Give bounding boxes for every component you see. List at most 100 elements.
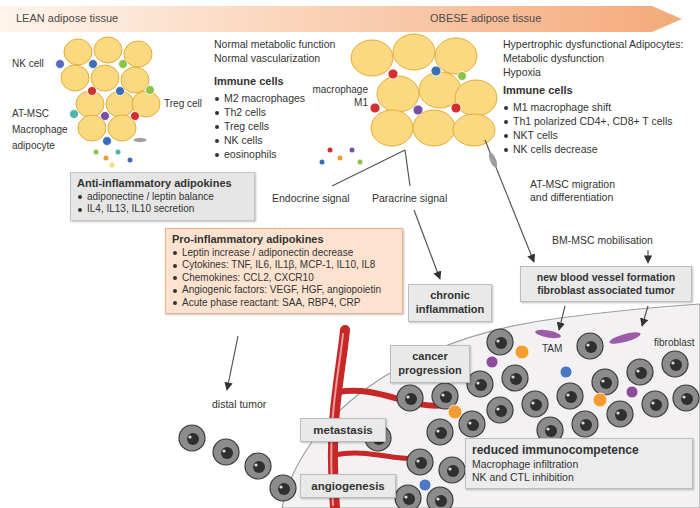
cell-label: TAM xyxy=(540,343,564,356)
tumor-outline xyxy=(282,304,700,508)
tumor-cells xyxy=(607,401,633,427)
tumor-cells xyxy=(627,359,653,385)
immune-cells xyxy=(116,87,125,96)
info-box: Anti-inflammatory adipokinesadiponectine… xyxy=(70,172,255,221)
outcome-box: cancer progression xyxy=(390,345,470,383)
list-item: NK cells xyxy=(214,134,263,147)
progress-band xyxy=(0,6,682,32)
obese-tissue xyxy=(393,34,435,70)
signal-label: Endocrine signal xyxy=(272,192,350,205)
obese-tissue xyxy=(419,72,461,108)
section-heading: LEAN adipose tissue xyxy=(16,12,118,26)
obese-tissue xyxy=(453,114,495,146)
tumor-cells xyxy=(577,333,603,359)
tumor-cells xyxy=(245,453,271,479)
tumor-cells xyxy=(270,475,296,501)
immune-cells xyxy=(388,69,398,79)
cell-label: NK cell xyxy=(12,58,44,71)
tumor-cells xyxy=(487,329,513,355)
obese-tissue xyxy=(351,40,393,76)
signal-arrows xyxy=(332,150,405,186)
list-item: eosinophils xyxy=(214,148,277,161)
list-heading: Immune cells xyxy=(214,75,284,89)
list-item: Th2 cells xyxy=(214,106,266,119)
outcome-box: angiogenesis xyxy=(300,474,396,498)
box-text: Acute phase reactant: SAA, RBP4, CRP xyxy=(172,297,396,310)
immune-cells xyxy=(413,105,423,115)
obese-tissue xyxy=(351,34,497,146)
tumor-cells xyxy=(572,411,598,437)
process-note: AT-MSC migration and differentiation xyxy=(530,178,630,204)
fibroblast-shape xyxy=(609,330,642,346)
outcome-box: chronic inflammation xyxy=(408,284,492,322)
cell-label: Treg cell xyxy=(164,98,202,111)
box-text: chronic inflammation xyxy=(415,289,485,317)
immune-cells xyxy=(131,112,140,121)
state-text: Hypertrophic dysfunctional Adipocytes: xyxy=(503,38,683,51)
box-text: Macrophage infiltration xyxy=(472,458,686,471)
tumor-cells xyxy=(179,329,699,508)
list-item: NK cells decrease xyxy=(503,143,598,156)
state-text: Hypoxia xyxy=(503,66,541,79)
tam-cells xyxy=(626,386,638,398)
tumor-cells xyxy=(439,457,465,483)
signal-arrows xyxy=(647,250,648,263)
immune-cells xyxy=(101,112,110,121)
tumor-cells xyxy=(662,351,688,377)
info-box: Pro-inflammatory adipokinesLeptin increa… xyxy=(165,228,403,314)
tumor-cells xyxy=(502,365,528,391)
secreted-factors xyxy=(94,150,99,155)
lean-tissue xyxy=(61,65,89,91)
cell-label: Macrophage xyxy=(12,124,68,137)
secreted-factors xyxy=(350,148,355,153)
lean-tissue xyxy=(124,41,152,67)
immune-cells xyxy=(56,60,155,146)
box-text: new blood vessel formation fibroblast as… xyxy=(527,271,685,297)
tumor-cells xyxy=(557,383,583,409)
lean-tissue xyxy=(64,39,92,65)
tumor-cells xyxy=(179,425,205,451)
secreted-factors xyxy=(328,148,333,153)
process-box: new blood vessel formation fibroblast as… xyxy=(520,266,692,302)
tam-cells xyxy=(448,405,462,419)
immune-cells xyxy=(70,110,79,119)
secreted-factors xyxy=(338,156,343,161)
list-item: NKT cells xyxy=(503,129,558,142)
box-text: angiogenesis xyxy=(307,479,389,493)
tumor-cells xyxy=(592,369,618,395)
immune-cells xyxy=(370,66,467,115)
obese-tissue xyxy=(455,80,497,116)
tumor-cells xyxy=(213,439,239,465)
secreted-factors xyxy=(128,158,133,163)
immune-cells xyxy=(133,138,147,143)
tumor-cells xyxy=(467,371,493,397)
cell-label: macrophage M1 xyxy=(306,84,368,109)
box-text: IL4, IL13, IL10 secretion xyxy=(77,203,248,216)
tumor-cells xyxy=(395,485,421,508)
tumor-cells xyxy=(407,449,433,475)
box-heading: Pro-inflammatory adipokines xyxy=(172,233,396,247)
signal-arrows xyxy=(642,306,648,326)
secreted-factors xyxy=(94,150,133,168)
immune-cells xyxy=(119,60,128,69)
tumor-cells xyxy=(427,487,453,508)
immune-cells xyxy=(458,72,467,81)
lean-tissue xyxy=(121,67,149,93)
outcome-box: reduced immunocompetenceMacrophage infil… xyxy=(465,438,693,489)
list-item: M2 macrophages xyxy=(214,92,305,105)
immune-cells xyxy=(103,137,112,146)
signal-arrows xyxy=(405,150,410,186)
box-text: cancer progression xyxy=(397,350,463,378)
obese-tissue xyxy=(435,38,477,74)
tumor-cells xyxy=(673,385,699,411)
tumor-cells xyxy=(522,391,548,417)
signal-arrows xyxy=(227,336,238,390)
tam-cells xyxy=(486,356,498,368)
site-label: distal tumor xyxy=(212,398,266,411)
tumor-cells xyxy=(397,385,423,411)
state-text: Metabolic dysfunction xyxy=(503,52,604,65)
list-item: Th1 polarized CD4+, CD8+ T cells xyxy=(503,115,673,128)
tam-cells xyxy=(419,479,431,491)
box-text: Leptin increase / adiponectin decrease xyxy=(172,247,396,260)
tam-cells xyxy=(515,345,529,359)
